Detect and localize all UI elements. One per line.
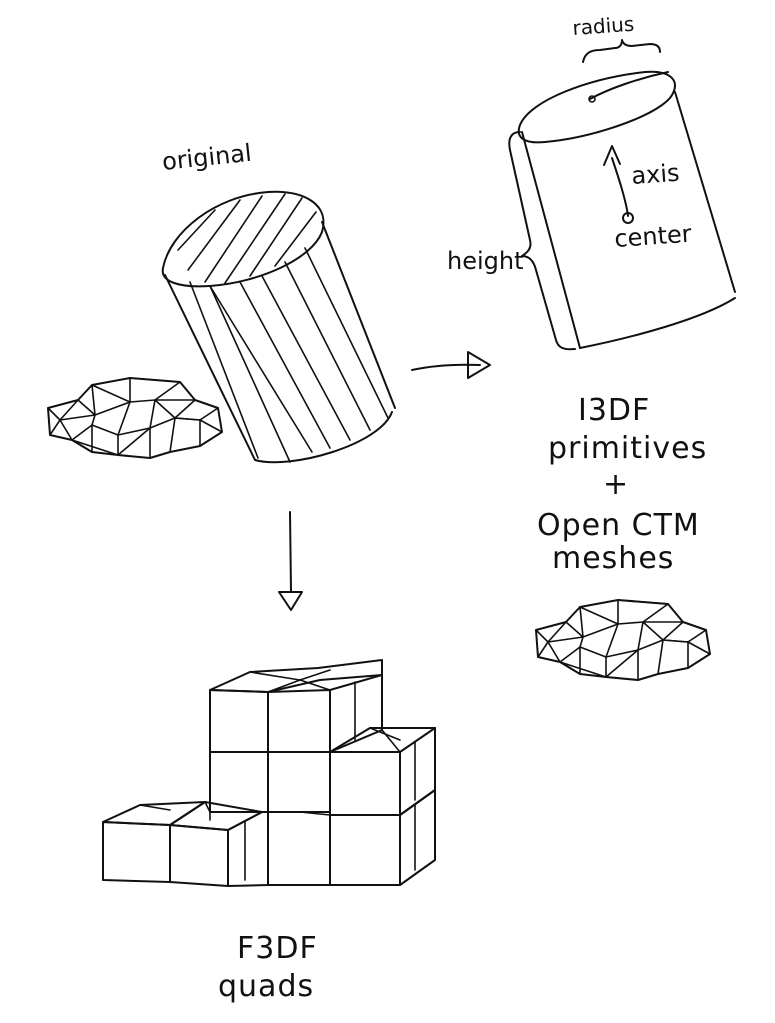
axis-arrow <box>603 145 634 224</box>
radius-brace <box>582 39 661 63</box>
height-label: height <box>447 247 524 275</box>
f3df-subtitle: quads <box>218 969 314 1004</box>
plus-sign: + <box>603 467 629 502</box>
height-brace <box>508 131 576 351</box>
original-model: original <box>47 139 396 464</box>
f3df-quads: F3DF quads <box>102 659 436 1004</box>
arrow-to-i3df <box>411 351 491 379</box>
f3df-title: F3DF <box>237 931 318 966</box>
i3df-title: I3DF <box>578 393 650 428</box>
original-mesh <box>47 377 223 459</box>
center-label: center <box>613 220 692 253</box>
i3df-subtitle: primitives <box>548 431 707 466</box>
arrow-to-f3df <box>278 511 303 611</box>
opencm-title: Open CTM <box>537 508 700 543</box>
voxel-cubes <box>102 659 436 887</box>
axis-label: axis <box>630 159 680 190</box>
i3df-primitive: radius height axis center I3DF primitive… <box>447 12 736 681</box>
original-cylinder <box>161 190 396 464</box>
radius-label: radius <box>572 12 635 40</box>
opencm-mesh <box>535 599 711 681</box>
original-label: original <box>161 139 253 176</box>
opencm-subtitle: meshes <box>552 541 674 576</box>
primitive-cylinder <box>517 70 736 349</box>
